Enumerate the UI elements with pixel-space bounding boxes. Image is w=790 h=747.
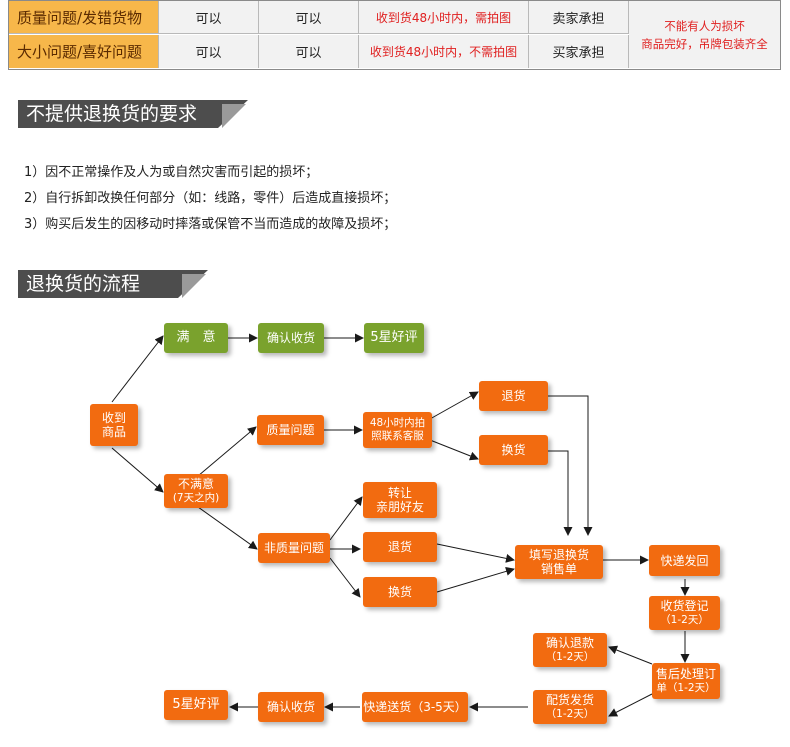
node-sublabel: （1-2天）	[545, 708, 595, 720]
node-label: 亲朋好友	[375, 500, 424, 514]
exchange-allowed-cell: 可以	[259, 1, 359, 34]
node-label: 快递发回	[660, 553, 709, 568]
issue-type-cell: 质量问题/发错货物	[9, 1, 159, 34]
node-label: 售后处理订	[655, 667, 716, 681]
return-node: 退货	[479, 381, 548, 411]
note-line: 不能有人为损坏	[664, 18, 745, 33]
arrow-return-to-form	[548, 395, 593, 536]
satisfied-node: 满 意	[164, 323, 228, 353]
dispatch-goods-node: 配货发货 （1-2天）	[533, 690, 607, 724]
node-label: 换货	[387, 585, 412, 599]
node-label: 5星好评	[370, 330, 418, 345]
exchange-allowed-cell: 可以	[259, 35, 359, 68]
arrow-aftersales-to-dispatch	[608, 693, 653, 717]
node-label: 照联系客服	[371, 430, 424, 442]
node-label: 确认收货	[266, 331, 315, 345]
arrow-exchange-to-form	[548, 450, 573, 536]
arrow-nonquality-to-transfer	[329, 496, 363, 541]
node-label: 确认退款	[545, 636, 594, 650]
arrow-contact-to-exchange	[429, 439, 479, 461]
header-bar	[18, 100, 218, 128]
node-label: 收到	[101, 411, 126, 425]
arrow-received-to-satisfied	[111, 335, 164, 403]
arrow-nonquality-to-exchange	[329, 557, 361, 598]
node-label: 满 意	[176, 330, 216, 345]
node-label: 销售单	[540, 562, 577, 576]
node-sublabel: （1-2天）	[545, 651, 595, 663]
five-star-review-node: 5星好评	[364, 323, 424, 353]
five-star-review-node: 5星好评	[164, 690, 228, 720]
node-label: 换货	[501, 443, 526, 457]
section-title: 退换货的流程	[26, 273, 141, 295]
node-sublabel: (7天之内)	[172, 492, 220, 504]
node-label: 确认收货	[266, 700, 315, 714]
shipping-cost-cell: 买家承担	[529, 35, 629, 68]
section-header-flow: 退换货的流程	[18, 270, 248, 298]
node-sublabel: （1-2天）	[660, 614, 709, 626]
note-line: 商品完好，吊牌包装齐全	[641, 36, 768, 51]
node-label: 快递送货（3-5天）	[363, 700, 467, 714]
exchange-node: 换货	[363, 577, 437, 607]
transfer-to-friends-node: 转让 亲朋好友	[363, 482, 437, 518]
no-return-rules-list: 1）因不正常操作及人为或自然灾害而引起的损坏； 2）自行拆卸改换任何部分（如：线…	[24, 160, 396, 238]
condition-cell: 收到货48小时内，需拍图	[359, 1, 529, 34]
requirement-note-cell: 不能有人为损坏 商品完好，吊牌包装齐全	[629, 1, 780, 68]
rule-item: 2）自行拆卸改换任何部分（如：线路，零件）后造成直接损坏；	[24, 191, 397, 206]
section-header-no-return: 不提供退换货的要求	[18, 100, 248, 128]
arrow-aftersales-to-refund	[608, 645, 653, 665]
quality-issue-node: 质量问题	[257, 415, 324, 445]
header-bar	[18, 270, 178, 298]
node-sublabel: 单（1-2天）	[656, 682, 716, 694]
express-send-back-node: 快递发回	[649, 545, 720, 576]
arrow-received-to-unsatisfied	[111, 447, 164, 493]
return-allowed-cell: 可以	[159, 35, 259, 68]
arrow-exchange-b-to-form	[436, 566, 515, 593]
node-label: 5星好评	[172, 697, 220, 712]
rule-item: 1）因不正常操作及人为或自然灾害而引起的损坏；	[24, 165, 319, 180]
node-label: 48小时内拍	[369, 417, 426, 429]
header-wedge-accent	[222, 104, 246, 128]
node-label: 转让	[387, 486, 412, 500]
express-delivery-node: 快递送货（3-5天）	[362, 692, 468, 722]
after-sales-processing-node: 售后处理订 单（1-2天）	[652, 663, 720, 699]
node-label: 商品	[101, 425, 126, 439]
table-row: 质量问题/发错货物 可以 可以 收到货48小时内，需拍图 卖家承担	[9, 1, 780, 35]
node-label: 质量问题	[266, 423, 315, 437]
arrow-unsatisfied-to-nonquality	[197, 506, 258, 550]
non-quality-issue-node: 非质量问题	[258, 533, 330, 563]
arrow-return-b-to-form	[436, 543, 515, 563]
goods-received-node: 收到 商品	[90, 404, 138, 446]
return-node: 退货	[363, 532, 437, 562]
return-allowed-cell: 可以	[159, 1, 259, 34]
exchange-node: 换货	[479, 435, 548, 465]
node-label: 非质量问题	[263, 541, 324, 555]
confirm-receipt-node: 确认收货	[258, 692, 324, 722]
arrow-contact-to-return	[429, 391, 479, 420]
header-wedge-accent	[182, 274, 206, 298]
issue-type-cell: 大小问题/喜好问题	[9, 35, 159, 68]
shipping-cost-cell: 卖家承担	[529, 1, 629, 34]
confirm-receipt-node: 确认收货	[258, 323, 324, 353]
node-label: 退货	[387, 540, 412, 554]
table-row: 大小问题/喜好问题 可以 可以 收到货48小时内，不需拍图 买家承担	[9, 35, 780, 69]
unsatisfied-node: 不满意 (7天之内)	[164, 474, 228, 508]
node-label: 退货	[501, 389, 526, 403]
condition-cell: 收到货48小时内，不需拍图	[359, 35, 529, 68]
node-label: 不满意	[177, 477, 214, 491]
receipt-register-node: 收货登记 （1-2天）	[649, 596, 720, 630]
node-label: 收货登记	[660, 599, 709, 613]
section-title: 不提供退换货的要求	[26, 103, 198, 125]
rule-item: 3）购买后发生的因移动时摔落或保管不当而造成的故障及损坏；	[24, 217, 397, 232]
node-label: 配货发货	[545, 693, 594, 707]
contact-service-node: 48小时内拍 照联系客服	[363, 412, 432, 448]
confirm-refund-node: 确认退款 （1-2天）	[533, 633, 607, 667]
return-policy-table: 质量问题/发错货物 可以 可以 收到货48小时内，需拍图 卖家承担 大小问题/喜…	[8, 0, 781, 70]
arrow-unsatisfied-to-quality	[197, 426, 257, 477]
fill-return-form-node: 填写退换货 销售单	[515, 545, 603, 579]
node-label: 填写退换货	[528, 548, 589, 562]
